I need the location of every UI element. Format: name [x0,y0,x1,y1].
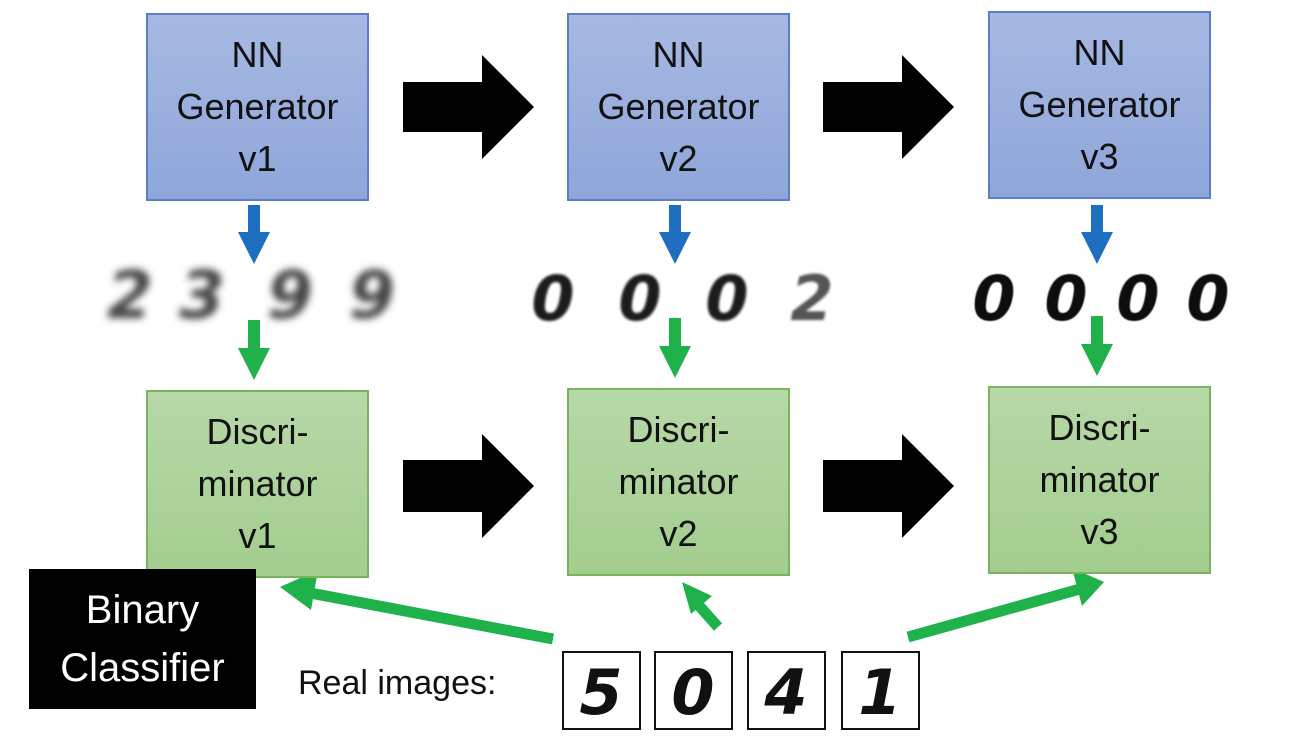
generated-digit: 2 [790,262,833,335]
discriminator-label-line3: v1 [238,515,277,556]
black-arrow-disc-2-3 [823,434,954,538]
generated-digit: 0 [1116,262,1159,335]
real-image-frame [747,651,826,730]
green-arrow-real-to-disc-1 [280,570,555,645]
binary-classifier-line1: Binary [85,588,200,632]
green-arrow-real-to-disc-2 [682,582,723,631]
generator-label-line3: v3 [1080,136,1119,177]
black-arrow-gen-2-3 [823,55,954,159]
generator-label-line1: NN [652,34,705,75]
real-digit: 4 [763,656,807,729]
generator-box-v1: NN Generator v1 [146,13,369,201]
real-image-frame [654,651,733,730]
generator-label-line3: v1 [238,138,277,179]
binary-classifier-label: Binary Classifier [29,569,256,709]
generator-box-v2: NN Generator v2 [567,13,790,201]
generated-images-v3: 0 0 0 0 [972,262,1229,335]
black-arrow-disc-1-2 [403,434,534,538]
discriminator-box-v2: Discri- minator v2 [567,388,790,576]
discriminator-box-v3: Discri- minator v3 [988,386,1211,574]
generated-images-v2: 0 0 0 2 [531,262,833,335]
discriminator-label-line2: minator [618,461,739,502]
discriminator-label-line1: Discri- [627,409,730,450]
real-digit: 0 [671,656,714,729]
generator-box-v3: NN Generator v3 [988,11,1211,199]
real-image-frame [841,651,920,730]
real-images: 5 0 4 1 [562,651,920,730]
real-digit: 1 [858,656,901,729]
generated-digit: 0 [531,262,574,335]
discriminator-label-line1: Discri- [1048,407,1151,448]
generated-digit: 9 [267,257,313,334]
green-arrow-down-3 [1081,316,1113,376]
real-digit: 5 [579,656,622,729]
generated-digit: 0 [705,262,748,335]
discriminator-label-line2: minator [197,463,318,504]
blue-arrow-1 [238,205,270,264]
blue-arrow-2 [659,205,691,264]
real-images-label: Real images: [298,664,497,702]
discriminator-box-v1: Discri- minator v1 [146,390,369,578]
black-arrow-gen-1-2 [403,55,534,159]
generator-label-line2: Generator [176,86,339,127]
real-image-frame [562,651,641,730]
generator-label-line2: Generator [597,86,760,127]
generated-digit: 0 [1044,262,1087,335]
generated-digit: 0 [618,262,661,335]
discriminator-label-line2: minator [1039,459,1160,500]
discriminator-label-line3: v3 [1080,511,1119,552]
discriminator-label-line3: v2 [659,513,698,554]
generated-digit: 0 [1186,262,1229,335]
generated-digit: 9 [349,257,395,334]
generator-label-line2: Generator [1018,84,1181,125]
green-arrow-down-2 [659,318,691,378]
green-arrow-real-to-disc-3 [906,568,1104,643]
binary-classifier-line2: Classifier [60,646,225,690]
generated-images-v1: 2 3 9 9 [107,257,395,334]
blue-arrow-3 [1081,205,1113,264]
generator-label-line1: NN [1073,32,1126,73]
generated-digit: 2 [107,257,153,334]
generated-digit: 3 [179,257,225,334]
generated-digit: 0 [972,262,1015,335]
generator-label-line3: v2 [659,138,698,179]
discriminator-label-line1: Discri- [206,411,309,452]
green-arrow-down-1 [238,320,270,380]
generator-label-line1: NN [231,34,284,75]
